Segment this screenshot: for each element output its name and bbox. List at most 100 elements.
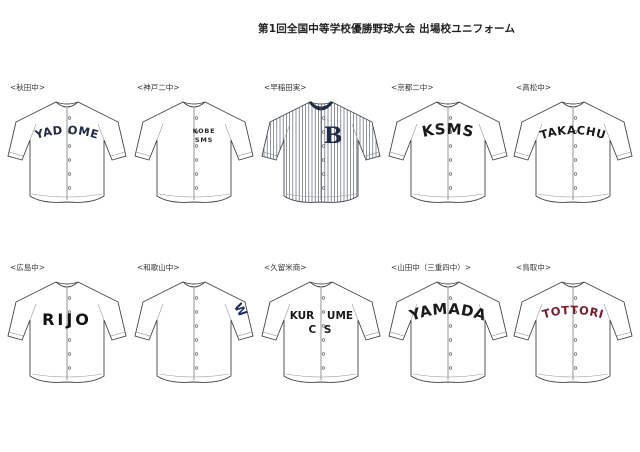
button-dot xyxy=(67,338,72,342)
jersey-lettering: C S xyxy=(309,324,334,336)
button-dot xyxy=(573,338,578,342)
collar xyxy=(436,101,460,108)
button-dot xyxy=(573,172,578,176)
button-dot xyxy=(573,352,578,356)
button-dot xyxy=(448,186,453,190)
jersey-illustration: RIJO xyxy=(6,276,128,386)
jersey-illustration: W xyxy=(133,276,255,386)
school-label: <高松中> xyxy=(516,83,552,92)
button-dot xyxy=(321,338,326,342)
jersey-lettering: TOTTORI xyxy=(541,303,606,321)
jersey-card: <山田中（三重四中）> YAMADA xyxy=(381,262,509,432)
jersey-card: <高松中> TAKACHU xyxy=(506,82,634,252)
button-dot xyxy=(448,158,453,162)
jersey-card: <久留米商> KUR UME C S xyxy=(254,262,382,432)
button-dot xyxy=(448,324,453,328)
button-dot xyxy=(321,116,326,120)
button-dot xyxy=(573,144,578,148)
jersey-card: <秋田中> YAD OME xyxy=(0,82,128,252)
button-dot xyxy=(321,158,326,162)
jersey-svg: TAKACHU xyxy=(513,101,633,203)
school-label: <早稲田実> xyxy=(264,83,307,92)
button-dot xyxy=(194,352,199,356)
school-label: <久留米商> xyxy=(264,263,307,272)
jersey-lettering: KUR xyxy=(290,310,315,322)
button-dot xyxy=(194,338,199,342)
jersey-lettering: YAD OME xyxy=(32,123,100,142)
button-dot xyxy=(573,158,578,162)
page-title: 第1回全国中等学校優勝野球大会 出場校ユニフォーム xyxy=(258,23,516,35)
jersey-illustration: B xyxy=(260,96,382,206)
jersey-lettering: KOBE xyxy=(193,127,216,135)
button-dot xyxy=(194,310,199,314)
button-dot xyxy=(67,352,72,356)
jersey-card: <早稲田実> B xyxy=(254,82,382,252)
school-label: <広島中> xyxy=(10,263,46,272)
jersey-illustration: KSMS xyxy=(387,96,509,206)
button-dot xyxy=(448,366,453,370)
collar xyxy=(561,281,585,288)
button-dot xyxy=(67,324,72,328)
school-label: <鳥取中> xyxy=(516,263,552,272)
button-dot xyxy=(321,366,326,370)
button-dot xyxy=(67,130,72,134)
button-dot xyxy=(194,144,199,148)
jersey-card: <鳥取中> TOTTORI xyxy=(506,262,634,432)
button-dot xyxy=(194,186,199,190)
jersey-lettering: RIJO xyxy=(42,310,92,329)
button-dot xyxy=(448,352,453,356)
button-dot xyxy=(194,158,199,162)
collar xyxy=(436,281,460,288)
button-dot xyxy=(448,116,453,120)
school-label: <山田中（三重四中）> xyxy=(391,263,472,272)
jersey-svg: KSMS xyxy=(388,101,508,203)
jersey-svg: W xyxy=(134,281,254,383)
button-dot xyxy=(573,366,578,370)
jersey-svg: RIJO xyxy=(7,281,127,383)
button-dot xyxy=(67,186,72,190)
jersey-lettering: TAKACHU xyxy=(538,123,607,142)
button-dot xyxy=(448,338,453,342)
jersey-illustration: TOTTORI xyxy=(512,276,634,386)
jersey-lettering: SMS xyxy=(195,136,213,144)
jersey-row-2: <広島中> RIJO <和歌山中> W <久留米商> KUR UME C S <山田… xyxy=(0,262,640,432)
button-dot xyxy=(194,116,199,120)
button-dot xyxy=(321,186,326,190)
jersey-lettering: B xyxy=(324,123,343,149)
jersey-svg: B xyxy=(261,101,381,203)
collar xyxy=(309,281,333,288)
school-label: <京都二中> xyxy=(391,83,434,92)
jersey-svg: YAD OME xyxy=(7,101,127,203)
school-label: <和歌山中> xyxy=(137,263,180,272)
jersey-lettering: UME xyxy=(327,310,353,322)
button-dot xyxy=(573,130,578,134)
jersey-illustration: KUR UME C S xyxy=(260,276,382,386)
button-dot xyxy=(194,366,199,370)
school-label: <秋田中> xyxy=(10,83,46,92)
button-dot xyxy=(321,172,326,176)
button-dot xyxy=(321,296,326,300)
button-dot xyxy=(321,144,326,148)
button-dot xyxy=(67,116,72,120)
button-dot xyxy=(67,366,72,370)
button-dot xyxy=(573,296,578,300)
button-dot xyxy=(448,310,453,314)
button-dot xyxy=(448,144,453,148)
collar xyxy=(561,101,585,108)
button-dot xyxy=(321,310,326,314)
jersey-svg: TOTTORI xyxy=(513,281,633,383)
button-dot xyxy=(573,310,578,314)
jersey-illustration: YAMADA xyxy=(387,276,509,386)
button-dot xyxy=(573,186,578,190)
jersey-lettering: W xyxy=(231,301,250,320)
button-dot xyxy=(67,158,72,162)
button-dot xyxy=(194,172,199,176)
button-dot xyxy=(573,324,578,328)
collar xyxy=(182,281,206,288)
collar xyxy=(182,101,206,108)
collar xyxy=(55,281,79,288)
